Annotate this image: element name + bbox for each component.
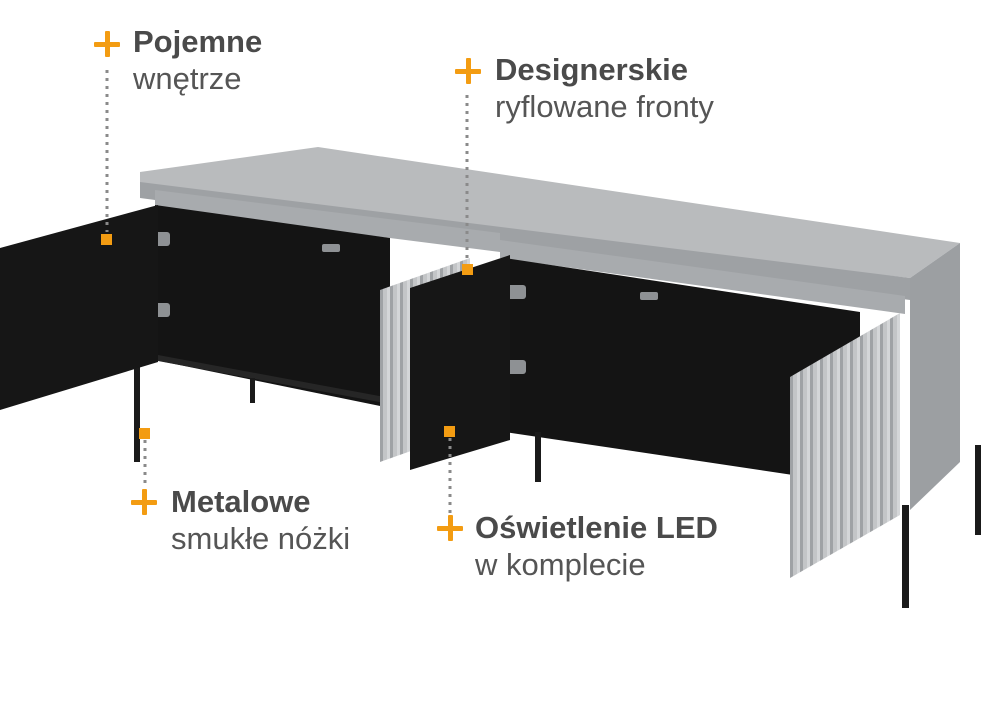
feature-title: Oświetlenie LED [475, 510, 718, 545]
plus-icon [437, 515, 463, 541]
plus-icon [455, 58, 481, 84]
plus-icon [94, 31, 120, 57]
feature-callout-legs: Metalowe smukłe nóżki [171, 484, 350, 558]
feature-title: Pojemne [133, 24, 263, 59]
right-compartment-interior [505, 258, 860, 485]
feature-callout-interior: Pojemne wnętrze [133, 24, 262, 98]
feature-title: Designerskie [495, 52, 688, 87]
fluted-door-right [790, 313, 900, 578]
feature-title: Metalowe [171, 484, 311, 519]
left-compartment-interior [155, 205, 390, 408]
metal-legs [134, 362, 981, 608]
left-open-door [0, 205, 158, 410]
left-shelf [158, 355, 390, 404]
feature-subtitle: ryflowane fronty [495, 89, 714, 124]
center-open-door [410, 255, 510, 470]
feature-subtitle: smukłe nóżki [171, 521, 351, 556]
feature-callout-fronts: Designerskie ryflowane fronty [495, 52, 714, 126]
cabinet-rail-right [500, 240, 905, 314]
cabinet-side-panel [910, 243, 960, 510]
plus-icon [131, 489, 157, 515]
leader-lines [105, 70, 469, 515]
feature-subtitle: w komplecie [475, 547, 646, 582]
marker-squares [101, 234, 473, 439]
cabinet-rail [155, 190, 500, 252]
feature-subtitle: wnętrze [133, 61, 242, 96]
feature-callout-led: Oświetlenie LED w komplecie [475, 510, 718, 584]
cabinet-top [140, 147, 960, 278]
